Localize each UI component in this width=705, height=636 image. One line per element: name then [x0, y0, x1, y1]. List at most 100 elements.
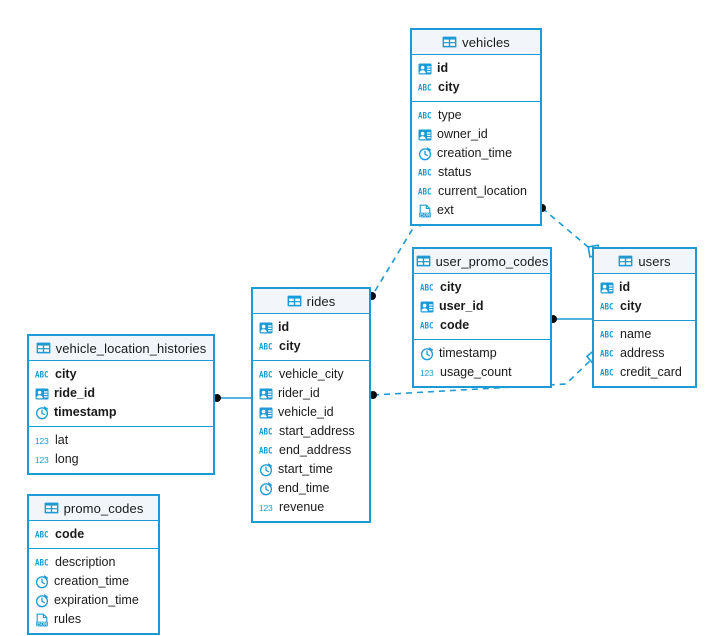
entity-header-vehicles[interactable]: vehicles [412, 30, 540, 55]
abc-icon: ABC [259, 340, 273, 352]
column-id[interactable]: id [594, 278, 695, 297]
entity-title: users [638, 253, 671, 269]
column-label: current_location [438, 184, 527, 198]
id-card-icon [420, 300, 434, 314]
table-icon [416, 254, 430, 268]
clock-icon [420, 346, 434, 361]
entity-title: user_promo_codes [435, 253, 549, 269]
clock-icon [35, 593, 49, 608]
column-end_time[interactable]: end_time [253, 479, 369, 498]
abc-icon: ABC [35, 528, 49, 540]
id-card-icon [259, 387, 273, 401]
column-label: address [620, 346, 665, 360]
clock-icon [35, 405, 49, 420]
abc-icon: ABC [35, 556, 49, 568]
column-label: code [440, 318, 470, 332]
column-label: usage_count [440, 365, 512, 379]
entity-header-promo_codes[interactable]: promo_codes [29, 496, 158, 521]
column-user_id[interactable]: user_id [414, 297, 550, 316]
table-icon [287, 294, 302, 308]
table-icon [618, 254, 633, 268]
clock-icon [35, 574, 49, 589]
column-label: name [620, 327, 652, 341]
table-icon [36, 341, 51, 355]
column-expiration_time[interactable]: expiration_time [29, 591, 158, 610]
column-rider_id[interactable]: rider_id [253, 384, 369, 403]
relationship-user-promo-codes-users[interactable] [549, 315, 592, 323]
column-creation_time[interactable]: creation_time [412, 144, 540, 163]
entity-header-user_promo_codes[interactable]: user_promo_codes [414, 249, 550, 274]
abc-icon: ABC [35, 368, 49, 380]
column-owner_id[interactable]: owner_id [412, 125, 540, 144]
id-card-icon [259, 406, 273, 420]
column-creation_time[interactable]: creation_time [29, 572, 158, 591]
abc-icon: ABC [600, 300, 614, 312]
table-icon [442, 35, 457, 49]
abc-icon: ABC [418, 81, 432, 93]
entity-title: promo_codes [63, 500, 144, 516]
entity-header-rides[interactable]: rides [253, 289, 369, 314]
column-label: expiration_time [54, 593, 139, 607]
column-current_location[interactable]: ABC current_location [412, 182, 540, 201]
column-label: id [278, 320, 290, 334]
column-label: city [438, 80, 460, 94]
svg-text:JSON: JSON [36, 621, 47, 626]
json-icon: JSON [35, 613, 49, 627]
column-label: creation_time [54, 574, 130, 588]
column-timestamp[interactable]: timestamp [414, 344, 550, 363]
number-icon: 123 [259, 502, 273, 513]
column-label: end_address [279, 443, 352, 457]
column-id[interactable]: id [253, 318, 369, 337]
column-city[interactable]: ABC city [412, 78, 540, 97]
id-card-icon [35, 387, 49, 401]
column-label: id [437, 61, 449, 75]
column-vehicle_id[interactable]: vehicle_id [253, 403, 369, 422]
column-label: id [619, 280, 631, 294]
column-start_time[interactable]: start_time [253, 460, 369, 479]
column-label: vehicle_id [278, 405, 334, 419]
column-label: ext [437, 203, 454, 217]
column-timestamp[interactable]: timestamp [29, 403, 213, 422]
abc-icon: ABC [418, 185, 432, 197]
column-label: end_time [278, 481, 330, 495]
column-id[interactable]: id [412, 59, 540, 78]
column-ride_id[interactable]: ride_id [29, 384, 213, 403]
column-label: long [55, 452, 79, 466]
entity-header-users[interactable]: users [594, 249, 695, 274]
column-label: start_address [279, 424, 355, 438]
number-icon: 123 [35, 435, 49, 446]
relationship-vlh-rides[interactable] [213, 394, 252, 402]
entity-header-vehicle_location_histories[interactable]: vehicle_location_histories [29, 336, 213, 361]
